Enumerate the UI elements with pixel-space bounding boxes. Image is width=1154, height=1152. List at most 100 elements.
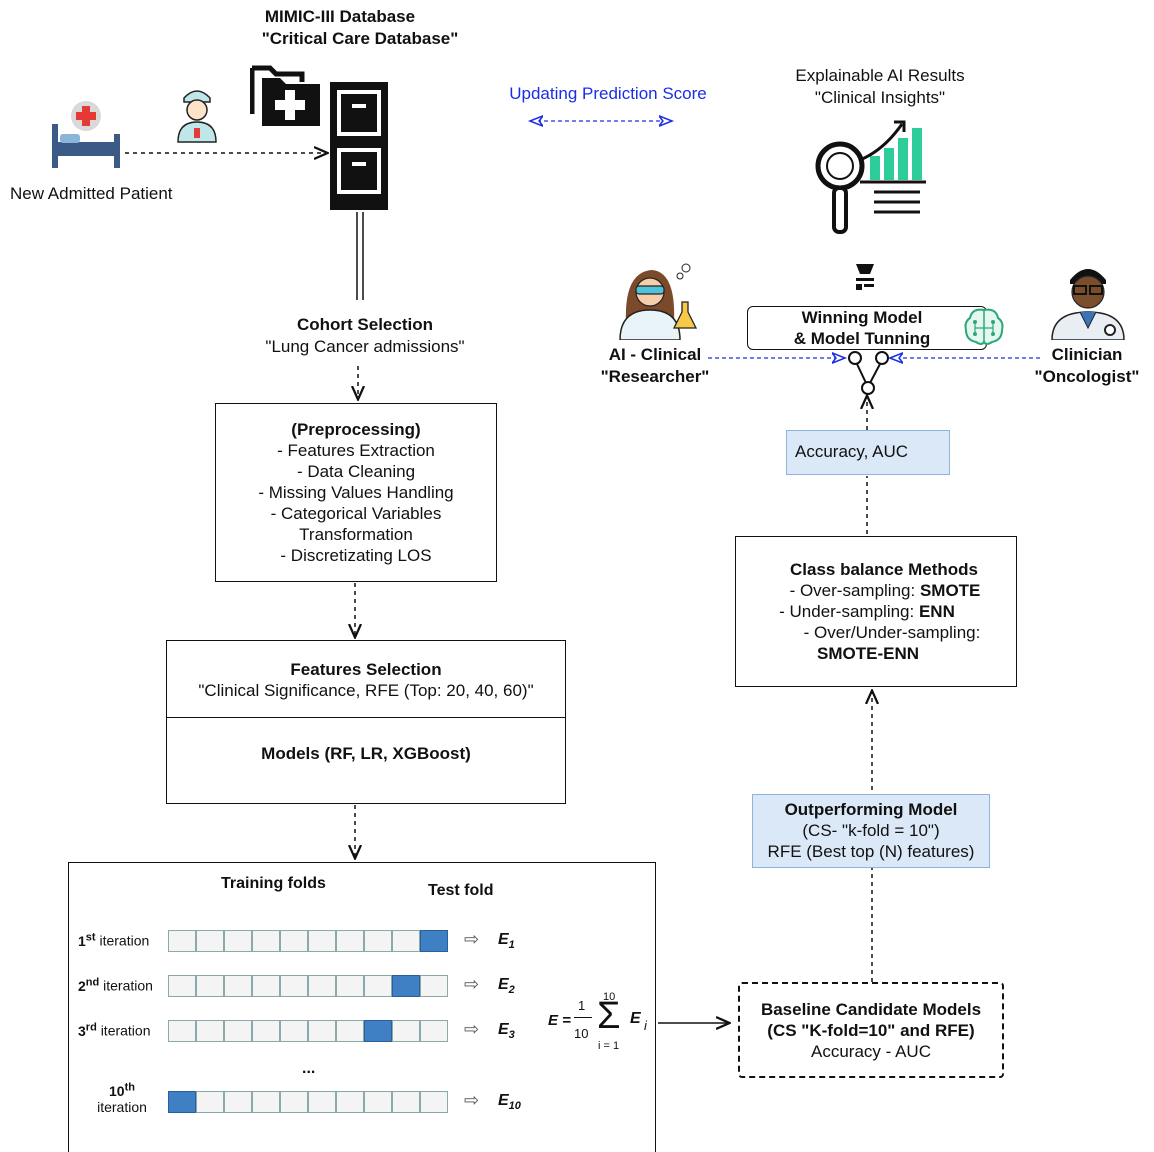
result-arrow-icon: ⇨ xyxy=(464,974,480,994)
training-fold-cell xyxy=(308,1020,336,1042)
ellipsis: ... xyxy=(302,1060,316,1077)
training-folds-label: Training folds xyxy=(221,875,326,892)
outperforming-title: Outperforming Model xyxy=(784,800,958,819)
patient-bed-icon xyxy=(48,100,124,170)
award-icon xyxy=(852,262,878,292)
outperforming-line2: RFE (Best top (N) features) xyxy=(767,842,975,861)
formula-term-sub: i xyxy=(644,1018,647,1033)
winning-line2: & Model Tunning xyxy=(793,329,931,348)
baseline-title: Baseline Candidate Models xyxy=(760,1000,982,1019)
preprocessing-box: (Preprocessing) - Features Extraction - … xyxy=(215,403,497,582)
class-balance-line: SMOTE-ENN xyxy=(817,644,919,663)
brain-network-icon xyxy=(962,306,1006,348)
training-fold-cell xyxy=(196,1020,224,1042)
training-fold-cell xyxy=(420,1020,448,1042)
training-fold-cell xyxy=(364,930,392,952)
result-arrow-icon: ⇨ xyxy=(464,1019,480,1039)
training-fold-cell xyxy=(252,975,280,997)
formula-term: E xyxy=(630,1010,641,1027)
clinician-line1: Clinician xyxy=(1051,345,1123,364)
training-fold-cell xyxy=(280,1020,308,1042)
baseline-subtitle: (CS "K-fold=10" and RFE) xyxy=(767,1021,975,1040)
formula-lhs: E = xyxy=(548,1012,571,1029)
training-fold-cell xyxy=(252,1020,280,1042)
training-fold-cell xyxy=(224,1020,252,1042)
researcher-icon xyxy=(616,262,698,341)
training-fold-cell xyxy=(420,975,448,997)
result-arrow-icon: ⇨ xyxy=(464,929,480,949)
training-fold-cell xyxy=(280,1091,308,1113)
preprocessing-item: - Discretizating LOS xyxy=(280,546,432,565)
training-fold-cell xyxy=(308,975,336,997)
features-subtitle: "Clinical Significance, RFE (Top: 20, 40… xyxy=(198,681,534,700)
xai-subtitle: "Clinical Insights" xyxy=(814,88,946,107)
class-balance-line: - Over-sampling: SMOTE xyxy=(789,581,981,600)
cohort-title: Cohort Selection xyxy=(296,315,433,334)
training-fold-cell xyxy=(224,1091,252,1113)
formula-lower: i = 1 xyxy=(598,1040,620,1052)
outperforming-box: Outperforming Model (CS- "k-fold = 10") … xyxy=(752,794,990,868)
iteration-label: 1st iteration xyxy=(78,931,150,949)
training-fold-cell xyxy=(196,930,224,952)
cohort-subtitle: "Lung Cancer admissions" xyxy=(265,337,465,356)
baseline-metric: Accuracy - AUC xyxy=(811,1042,931,1061)
test-fold-cell xyxy=(392,975,420,997)
outperforming-line1: (CS- "k-fold = 10") xyxy=(802,821,940,840)
training-fold-cell xyxy=(224,930,252,952)
training-fold-cell xyxy=(364,975,392,997)
iteration-label: 3rd iteration xyxy=(78,1021,151,1039)
average-formula: E = 1 10 10 Σ i = 1 E i xyxy=(548,990,658,1060)
training-fold-cell xyxy=(280,930,308,952)
result-arrow-icon: ⇨ xyxy=(464,1090,480,1110)
class-balance-box: Class balance Methods - Over-sampling: S… xyxy=(735,536,1017,687)
training-fold-cell xyxy=(224,975,252,997)
nurse-icon xyxy=(172,84,222,144)
features-selection-box: Features Selection "Clinical Significanc… xyxy=(166,640,566,804)
training-fold-cell xyxy=(196,1091,224,1113)
error-label: E10 xyxy=(498,1092,521,1113)
training-fold-cell xyxy=(252,1091,280,1113)
features-title: Features Selection xyxy=(290,660,442,679)
training-fold-cell xyxy=(336,1091,364,1113)
baseline-box: Baseline Candidate Models (CS "K-fold=10… xyxy=(738,982,1004,1078)
training-fold-cell xyxy=(336,930,364,952)
models-label: Models (RF, LR, XGBoost) xyxy=(261,744,471,763)
db-title: MIMIC-III Database xyxy=(264,7,416,26)
formula-numerator: 1 xyxy=(578,998,586,1013)
training-fold-cell xyxy=(308,930,336,952)
training-fold-cell xyxy=(392,1091,420,1113)
class-balance-title: Class balance Methods xyxy=(789,560,978,579)
database-cabinet-icon xyxy=(330,82,388,210)
training-fold-cell xyxy=(196,975,224,997)
preprocessing-item: Transformation xyxy=(299,525,413,544)
formula-upper: 10 xyxy=(603,991,616,1003)
test-fold-label: Test fold xyxy=(428,882,494,899)
accuracy-label: Accuracy, AUC xyxy=(795,442,909,461)
winning-model-box: Winning Model & Model Tunning xyxy=(747,306,987,350)
iteration-label: 2nd iteration xyxy=(78,976,153,994)
analytics-insights-icon xyxy=(810,120,930,238)
researcher-line2: "Researcher" xyxy=(600,367,710,386)
error-label: E3 xyxy=(498,1021,515,1042)
preprocessing-item: - Categorical Variables xyxy=(270,504,442,523)
error-label: E1 xyxy=(498,931,515,952)
accuracy-box: Accuracy, AUC xyxy=(786,430,950,475)
training-fold-cell xyxy=(252,930,280,952)
medical-folder-icon xyxy=(249,62,322,128)
class-balance-line: - Over/Under-sampling: xyxy=(803,623,981,642)
preprocessing-item: - Data Cleaning xyxy=(296,462,416,481)
training-fold-cell xyxy=(392,930,420,952)
class-balance-line: - Under-sampling: ENN xyxy=(779,602,955,621)
updating-label: Updating Prediction Score xyxy=(509,84,707,103)
training-fold-cell xyxy=(168,1020,196,1042)
training-fold-cell xyxy=(280,975,308,997)
training-fold-cell xyxy=(336,975,364,997)
patient-label: New Admitted Patient xyxy=(10,184,173,203)
training-fold-cell xyxy=(168,975,196,997)
formula-denominator: 10 xyxy=(574,1026,589,1041)
training-fold-cell xyxy=(364,1091,392,1113)
training-fold-cell xyxy=(168,930,196,952)
preprocessing-item: - Features Extraction xyxy=(277,441,435,460)
db-subtitle: "Critical Care Database" xyxy=(261,29,459,48)
